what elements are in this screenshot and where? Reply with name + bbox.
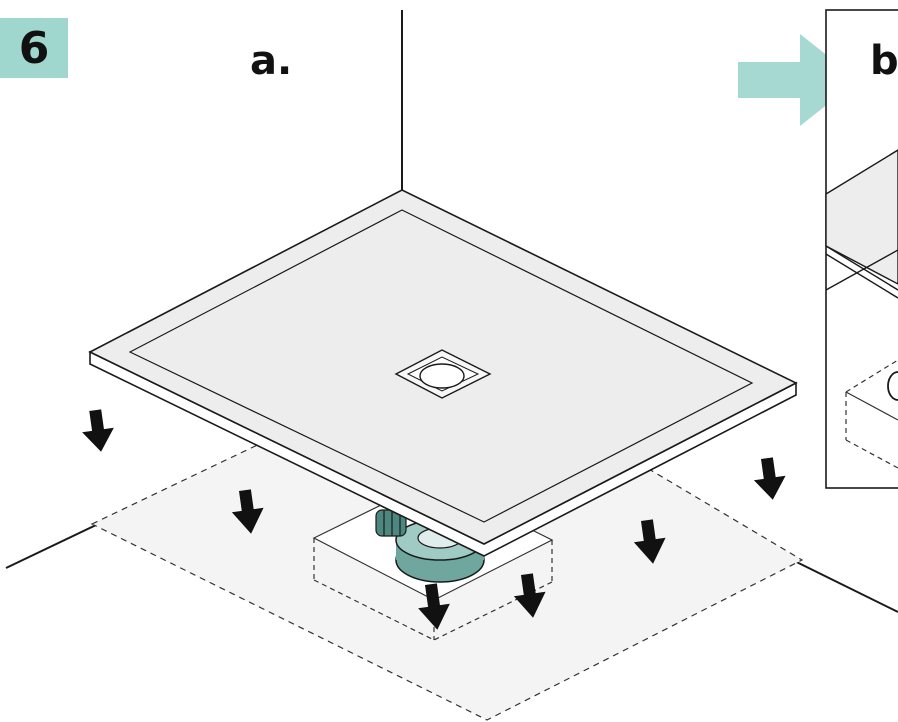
drain-grate <box>394 349 492 399</box>
step-badge-bg <box>0 18 68 78</box>
down-arrow-icon <box>82 409 114 452</box>
step-badge: 6 <box>0 18 68 78</box>
panel-a-label: a. <box>250 38 293 84</box>
panel-b-label: b <box>870 38 898 84</box>
detail-panel-b <box>825 9 898 489</box>
step-number: 6 <box>18 22 50 74</box>
down-arrow-icon <box>633 519 666 564</box>
down-arrow-icon <box>753 457 786 500</box>
down-arrow-icon <box>513 573 546 618</box>
down-arrow-icon <box>418 583 450 630</box>
down-arrow-icon <box>231 489 264 534</box>
